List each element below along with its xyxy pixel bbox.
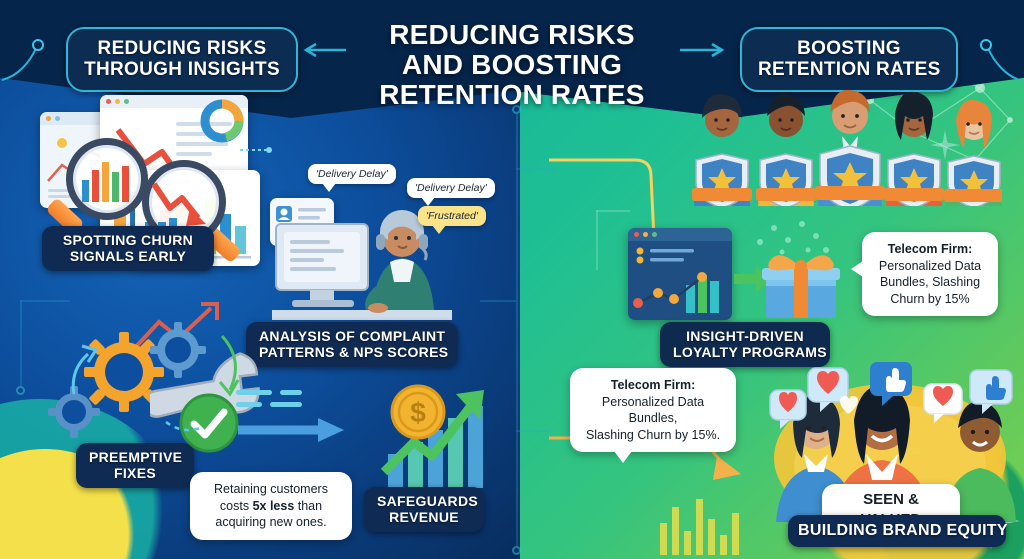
arrow-right-icon — [680, 42, 725, 58]
donut-chart-icon — [200, 99, 244, 143]
page-title-line2: AND BOOSTING — [401, 48, 623, 80]
badge-reducing-risks-through-insights[interactable]: REDUCING RISKS THROUGH INSIGHTS — [66, 27, 298, 92]
label-line2: LOYALTY PROGRAMS — [673, 343, 827, 360]
tooltip-title: Telecom Firm: — [610, 378, 696, 392]
magnified-bars — [82, 162, 129, 202]
badge-boosting-retention-rates[interactable]: BOOSTING RETENTION RATES — [740, 27, 958, 92]
magnified-decline — [152, 182, 206, 228]
page-title-line3: RETENTION RATES — [379, 78, 645, 110]
right-badge-line2: RETENTION RATES — [758, 59, 941, 81]
label-preemptive-fixes[interactable]: PREEMPTIVE FIXES — [76, 443, 194, 489]
telecom-case-center-tooltip: Telecom Firm: Personalized Data Bundles,… — [570, 368, 736, 463]
left-badge-line2: THROUGH INSIGHTS — [84, 59, 280, 81]
stat-highlight: 5x less — [252, 498, 295, 513]
label-line2: BUILDING BRAND EQUITY — [798, 522, 1008, 539]
process-cycle-arrows — [71, 334, 240, 432]
retention-cost-stat-tooltip: Retaining customers costs 5x less than a… — [190, 472, 352, 540]
dotted-connector — [240, 147, 272, 153]
tooltip-line2: Slashing Churn by 15%. — [585, 427, 721, 442]
bubble-text: 'Delivery Delay' — [415, 182, 487, 194]
label-safeguards-revenue[interactable]: SAFEGUARDS REVENUE — [364, 487, 484, 533]
right-badge-line1: BOOSTING — [797, 38, 901, 59]
label-line2: FIXES — [114, 464, 156, 481]
gear-icon — [84, 332, 164, 412]
bubble-delivery-delay-1: 'Delivery Delay' — [308, 164, 396, 192]
label-line1: PREEMPTIVE — [89, 449, 183, 465]
tooltip-title: Telecom Firm: — [887, 242, 973, 256]
dollar-coin-growth-arrow-icon: $ — [380, 384, 484, 488]
confetti-decoration — [757, 221, 829, 255]
gear-icon — [150, 322, 206, 378]
arrow-left-icon — [303, 42, 346, 58]
tooltip-line1: Personalized Data Bundles, — [601, 394, 705, 426]
label-line2: SIGNALS EARLY — [69, 247, 187, 264]
svg-text:$: $ — [410, 397, 426, 428]
label-analysis-of-complaint-patterns[interactable]: ANALYSIS OF COMPLAINT PATTERNS & NPS SCO… — [246, 322, 458, 368]
left-badge-line1: REDUCING RISKS — [97, 38, 267, 59]
bubble-text: 'Frustrated' — [426, 210, 478, 222]
stat-prefix: Retaining customers costs — [214, 482, 328, 513]
header-circuit-right — [980, 39, 1021, 81]
stat-suffix: than acquiring new ones. — [215, 498, 327, 530]
tooltip-line2: Bundles, Slashing — [879, 275, 981, 289]
label-spotting-churn-signals-early[interactable]: SPOTTING CHURN SIGNALS EARLY — [42, 226, 214, 272]
tooltip-line1: Personalized Data — [878, 258, 982, 273]
label-line1: SPOTTING CHURN — [62, 232, 194, 248]
loyalty-dashboard-window — [628, 228, 732, 320]
page-title: REDUCING RISKS AND BOOSTING RETENTION RA… — [330, 20, 694, 110]
label-line1: ANALYSIS OF COMPLAINT — [259, 328, 446, 344]
bubble-delivery-delay-2: 'Delivery Delay' — [407, 178, 495, 206]
page-title-line1: REDUCING RISKS — [389, 19, 635, 50]
header-circuit-left — [1, 39, 44, 81]
tooltip-line3: Churn by 15% — [890, 291, 970, 306]
telecom-case-right-tooltip: Telecom Firm: Personalized Data Bundles,… — [851, 232, 998, 316]
label-line2: REVENUE — [389, 508, 459, 525]
label-line1: INSIGHT-DRIVEN — [686, 328, 804, 344]
bubble-frustrated: 'Frustrated' — [418, 206, 486, 234]
gear-icon — [48, 386, 100, 438]
support-agent-headset-icon — [272, 210, 452, 320]
magnifying-glass-icon — [42, 138, 152, 256]
arrow-right-icon — [236, 390, 344, 442]
gift-box-icon — [762, 255, 840, 318]
label-building-brand-equity[interactable]: BUILDING BRAND EQUITY — [788, 515, 1008, 547]
loyalty-line-chart — [633, 247, 719, 313]
label-line2: PATTERNS & NPS SCORES — [259, 343, 449, 360]
rising-arrow-icon — [131, 302, 219, 352]
five-people-shields-stars-icon — [692, 89, 1002, 206]
label-line1: SAFEGUARDS — [377, 493, 479, 509]
equalizer-decoration-right — [660, 499, 739, 555]
label-insight-driven-loyalty-programs[interactable]: INSIGHT-DRIVEN LOYALTY PROGRAMS — [660, 322, 830, 368]
bubble-text: 'Delivery Delay' — [316, 168, 388, 180]
